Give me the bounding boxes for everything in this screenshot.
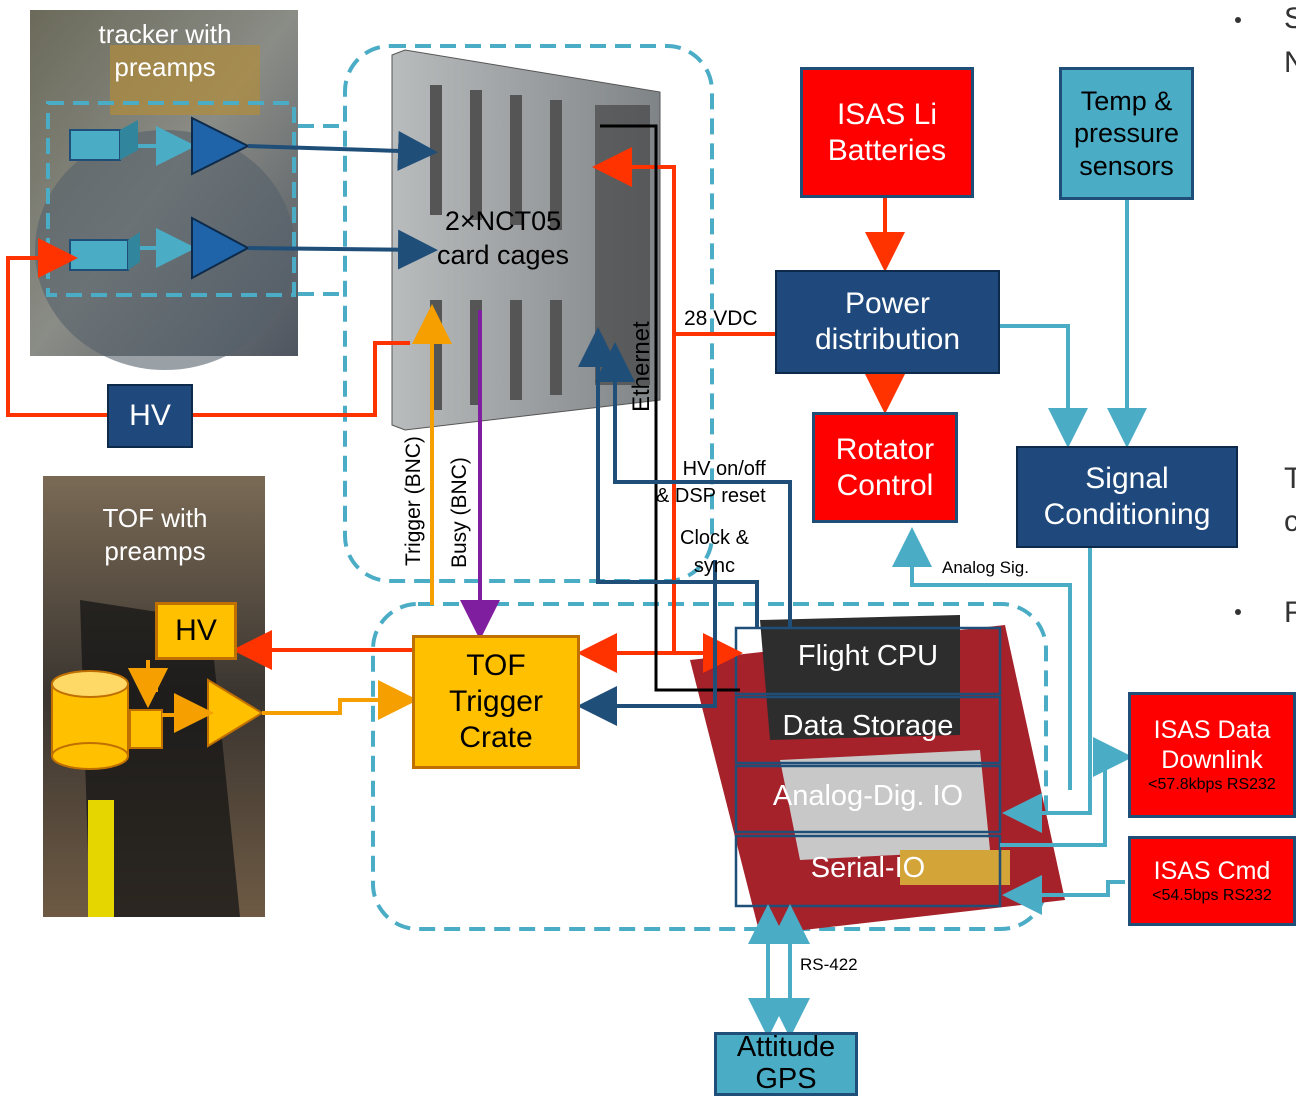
downlink-title: ISAS Data Downlink [1154,715,1271,775]
clipped-text-s: S [1284,2,1296,36]
trigger-label: Trigger (BNC) [402,436,426,566]
cmd-rate: <54.5bps RS232 [1152,886,1272,905]
clipped-text-c: c [1284,505,1296,539]
rotator-control-box: Rotator Control [812,412,958,523]
attitude-gps-box: Attitude GPS [714,1032,858,1096]
clipped-text-n: N [1284,46,1296,80]
power-to-signal-line [1000,326,1068,440]
isas-batteries-box: ISAS Li Batteries [800,67,974,198]
bullet-dot-1 [1235,17,1241,23]
tof-trigger-crate-box: TOF Trigger Crate [412,635,580,769]
tracker-to-cage-dash [298,126,345,294]
hv-tracker-box: HV [107,384,193,448]
isas-data-downlink-box: ISAS Data Downlink <57.8kbps RS232 [1128,692,1296,818]
isas-cmd-box: ISAS Cmd <54.5bps RS232 [1128,836,1296,926]
downlink-rate: <57.8kbps RS232 [1148,775,1276,794]
rs422-label: RS-422 [800,955,858,975]
clipped-text-t: T [1284,462,1296,496]
tof-photo-label: TOF with preamps [60,502,250,567]
ethernet-label: Ethernet [628,321,656,412]
vdc-label: 28 VDC [684,307,758,331]
card-cages-label: 2×NCT05 card cages [408,205,598,273]
hv-tof-box: HV [155,602,237,660]
analog-dig-io-label: Analog-Dig. IO [736,780,1000,813]
bullet-dot-2 [1235,609,1241,615]
flight-cpu-label: Flight CPU [736,640,1000,673]
clock-sync-label: Clock & sync [680,524,749,580]
serial-io-label: Serial-IO [736,852,1000,885]
temp-pressure-sensors-box: Temp & pressure sensors [1059,67,1194,200]
clipped-text-f: F [1284,596,1296,630]
busy-label: Busy (BNC) [448,457,472,568]
power-distribution-box: Power distribution [775,270,1000,374]
tracker-signal-line-2 [248,248,430,250]
analog-sig-label: Analog Sig. [942,558,1029,578]
signal-conditioning-box: Signal Conditioning [1016,446,1238,548]
tracker-photo-label: tracker with preamps [60,18,270,83]
tof-signal-line [262,700,410,713]
data-storage-label: Data Storage [736,710,1000,743]
hv-onoff-label: HV on/off & DSP reset [656,456,766,510]
cmd-title: ISAS Cmd [1154,856,1271,886]
